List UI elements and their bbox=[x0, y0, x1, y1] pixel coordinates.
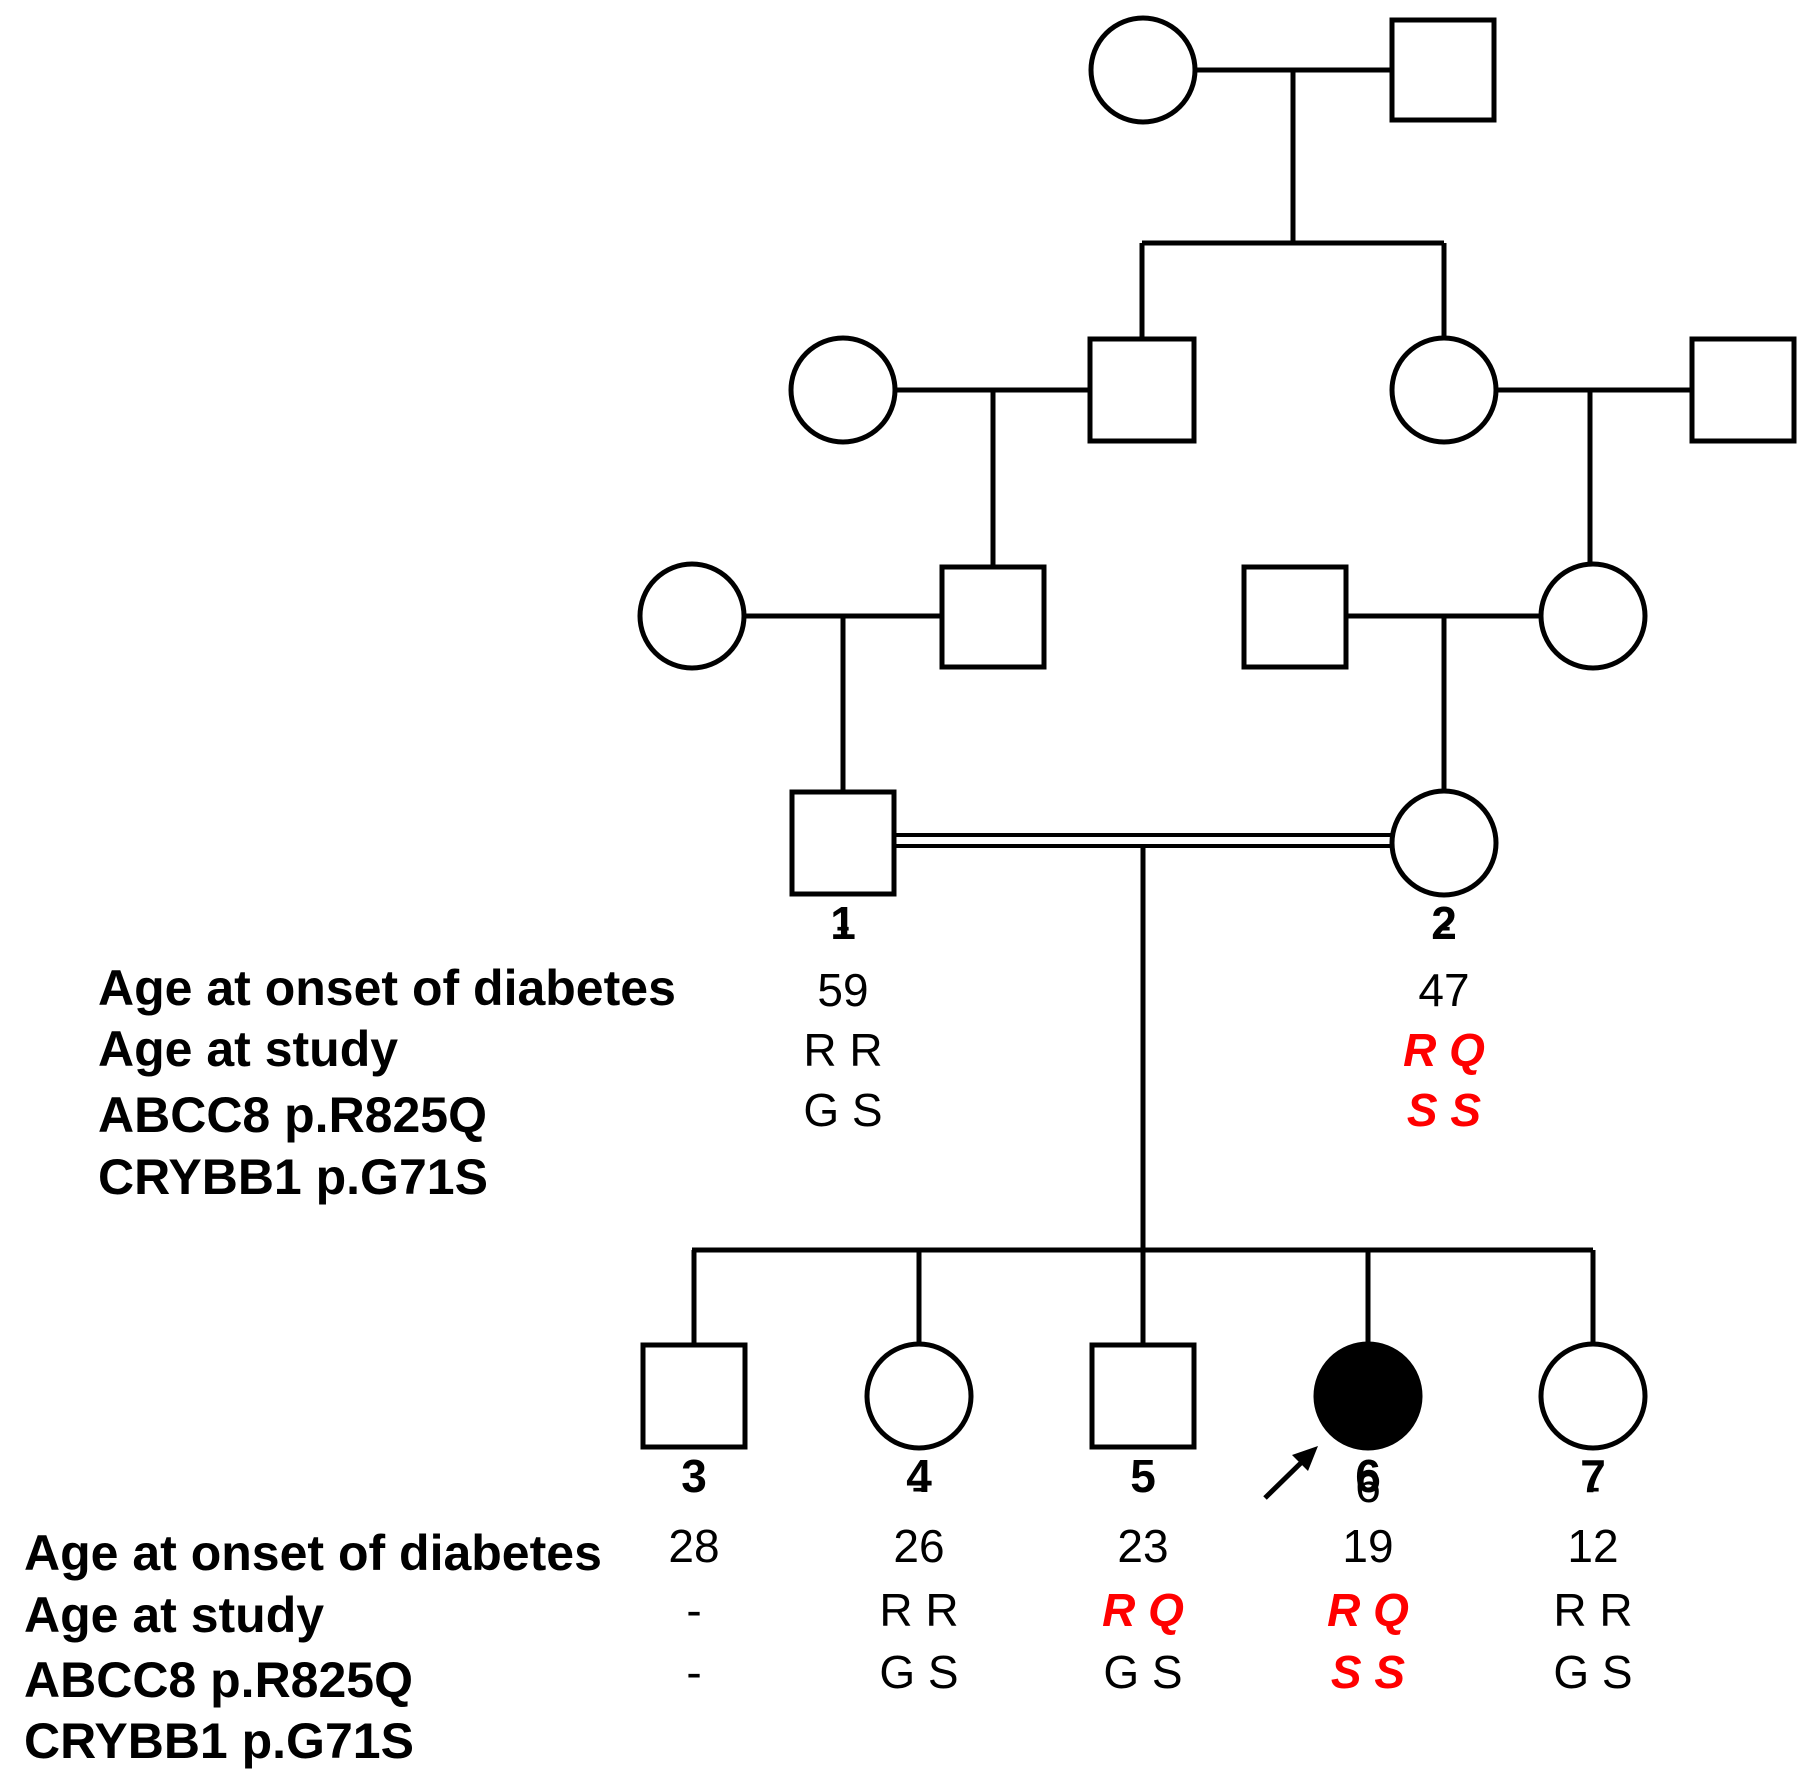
female-symbol-gen3-spouse bbox=[637, 561, 747, 671]
row-label-age: Age at study bbox=[98, 1021, 398, 1077]
individual-7-crybb1-value: G S bbox=[1553, 1646, 1632, 1698]
individual-2-symbol bbox=[1389, 788, 1499, 898]
row-label-abcc8: ABCC8 p.R825Q bbox=[24, 1652, 413, 1708]
individual-5-symbol bbox=[1089, 1342, 1197, 1450]
individual-6-crybb1-value: S S bbox=[1331, 1646, 1405, 1698]
row-label-onset: Age at onset of diabetes bbox=[24, 1525, 602, 1581]
individual-1-age-value: 59 bbox=[817, 964, 868, 1016]
individual-3-number: 3 bbox=[681, 1450, 707, 1502]
female-symbol-gen2-spouse bbox=[788, 335, 898, 445]
row-label-abcc8: ABCC8 p.R825Q bbox=[98, 1087, 487, 1143]
individual-2-number: 2 bbox=[1431, 897, 1457, 949]
row-label-crybb1: CRYBB1 p.G71S bbox=[24, 1713, 414, 1769]
individual-4-abcc8-value: R R bbox=[879, 1584, 958, 1636]
female-symbol-gen3 bbox=[1538, 561, 1648, 671]
individual-2-age-value: 47 bbox=[1418, 964, 1469, 1016]
individual-7-age-value: 12 bbox=[1567, 1520, 1618, 1572]
proband-arrow-icon bbox=[1263, 1446, 1318, 1500]
individual-3-crybb1-value: - bbox=[686, 1646, 701, 1698]
individual-2-abcc8-value: R Q bbox=[1403, 1024, 1485, 1076]
female-symbol-gen1 bbox=[1088, 15, 1198, 125]
numbered-individuals: 1-59R RG S2-47R QS S3-28--4-26R RG S5-23… bbox=[640, 788, 1648, 1698]
individual-6-onset-value: 6 bbox=[1355, 1460, 1381, 1512]
individual-4-onset-value: - bbox=[911, 1460, 926, 1512]
row-label-onset: Age at onset of diabetes bbox=[98, 960, 676, 1016]
individual-2-onset-value: - bbox=[1436, 899, 1451, 951]
male-symbol-gen2-spouse bbox=[1689, 336, 1797, 444]
individual-4-symbol bbox=[864, 1341, 974, 1451]
male-symbol-gen3-spouse bbox=[1241, 564, 1349, 670]
ancestors bbox=[637, 15, 1797, 671]
individual-6-symbol bbox=[1313, 1341, 1423, 1451]
individual-1-crybb1-value: G S bbox=[803, 1084, 882, 1136]
individual-7-number: 7 bbox=[1580, 1450, 1606, 1502]
row-labels-gen4: Age at onset of diabetes Age at study AB… bbox=[98, 960, 676, 1205]
individual-6-age-value: 19 bbox=[1342, 1520, 1393, 1572]
male-symbol-gen3 bbox=[939, 564, 1047, 670]
individual-5-crybb1-value: G S bbox=[1103, 1646, 1182, 1698]
individual-1-number: 1 bbox=[830, 897, 856, 949]
individual-6-abcc8-value: R Q bbox=[1327, 1584, 1409, 1636]
individual-4-age-value: 26 bbox=[893, 1520, 944, 1572]
individual-3-abcc8-value: - bbox=[686, 1584, 701, 1636]
individual-1-onset-value: - bbox=[835, 899, 850, 951]
individual-5-age-value: 23 bbox=[1117, 1520, 1168, 1572]
individual-5-abcc8-value: R Q bbox=[1102, 1584, 1184, 1636]
pedigree-lines bbox=[691, 67, 1692, 1347]
individual-7-abcc8-value: R R bbox=[1553, 1584, 1632, 1636]
individual-2-crybb1-value: S S bbox=[1407, 1084, 1481, 1136]
individual-4-number: 4 bbox=[906, 1450, 932, 1502]
individual-1-abcc8-value: R R bbox=[803, 1024, 882, 1076]
male-symbol-gen1 bbox=[1389, 17, 1497, 123]
row-label-age: Age at study bbox=[24, 1587, 324, 1643]
individual-1-symbol bbox=[789, 789, 897, 897]
individual-3-onset-value: - bbox=[686, 1460, 701, 1512]
male-symbol-gen2 bbox=[1087, 336, 1197, 444]
individual-7-onset-value: - bbox=[1585, 1460, 1600, 1512]
individual-5-number: 5 bbox=[1130, 1450, 1156, 1502]
individual-4-crybb1-value: G S bbox=[879, 1646, 958, 1698]
row-labels-gen5: Age at onset of diabetes Age at study AB… bbox=[24, 1525, 602, 1769]
individual-3-symbol bbox=[640, 1342, 748, 1450]
row-label-crybb1: CRYBB1 p.G71S bbox=[98, 1149, 488, 1205]
individual-7-symbol bbox=[1538, 1341, 1648, 1451]
individual-6-number: 6 bbox=[1355, 1450, 1381, 1502]
female-symbol-gen2 bbox=[1389, 335, 1499, 445]
individual-5-onset-value: - bbox=[1135, 1460, 1150, 1512]
individual-3-age-value: 28 bbox=[668, 1520, 719, 1572]
